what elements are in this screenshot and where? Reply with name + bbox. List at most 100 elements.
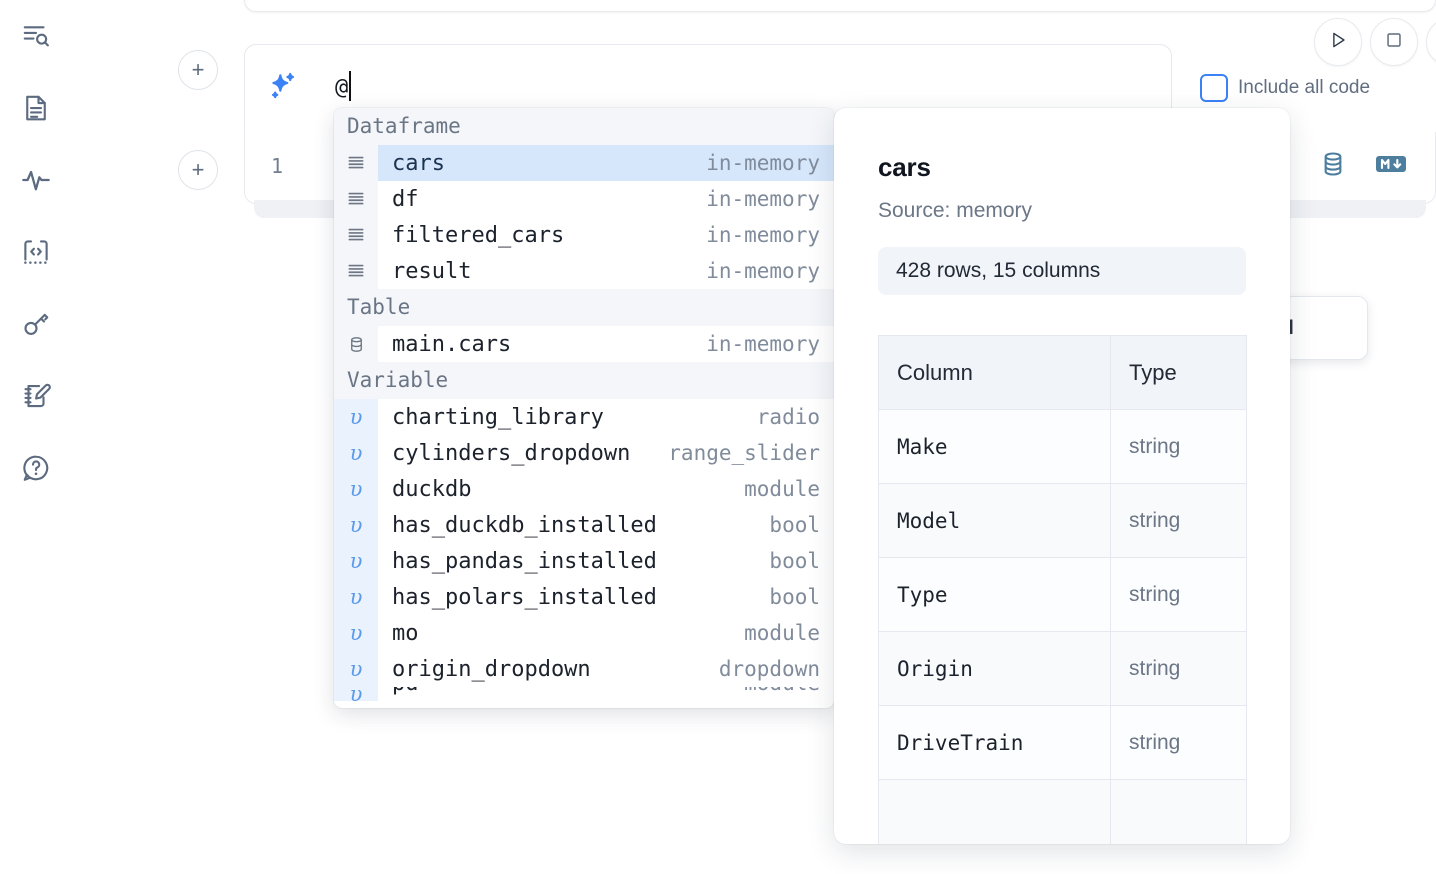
autocomplete-item-name: pd <box>378 687 419 696</box>
cell-toolbar <box>1319 150 1407 178</box>
schema-column-type: string <box>1110 557 1247 632</box>
stop-button[interactable] <box>1370 18 1418 66</box>
dataframe-detail-panel: cars Source: memory 428 rows, 15 columns… <box>834 108 1290 844</box>
schema-column-name <box>878 779 1111 844</box>
autocomplete-item-name: df <box>392 186 419 212</box>
run-button[interactable] <box>1314 18 1362 66</box>
autocomplete-item-type: range_slider <box>668 441 820 465</box>
autocomplete-item-type: module <box>744 687 834 695</box>
autocomplete-item-name: duckdb <box>392 476 472 502</box>
schema-column-type <box>1110 779 1247 844</box>
autocomplete-item-name: mo <box>392 620 419 646</box>
stop-square-icon <box>1383 29 1405 56</box>
autocomplete-group-header: Dataframe <box>334 108 834 145</box>
schema-column-type: string <box>1110 631 1247 706</box>
schema-column-type: string <box>1110 409 1247 484</box>
autocomplete-item-name: has_duckdb_installed <box>392 512 657 538</box>
more-actions-button[interactable] <box>1426 18 1436 66</box>
detail-title: cars <box>878 152 931 182</box>
autocomplete-item-type: module <box>744 621 820 645</box>
document-icon[interactable] <box>14 86 58 130</box>
autocomplete-item[interactable]: υpdmodule <box>334 687 834 701</box>
autocomplete-item-name: has_polars_installed <box>392 584 657 610</box>
add-cell-button-top[interactable]: + <box>178 50 218 90</box>
add-cell-label: + <box>191 157 205 182</box>
notepad-pencil-icon[interactable] <box>14 374 58 418</box>
markdown-down-icon[interactable] <box>1375 152 1407 176</box>
text-caret <box>349 71 351 101</box>
include-all-code-row[interactable]: Include all code <box>1200 74 1370 102</box>
autocomplete-item-type: radio <box>756 405 820 429</box>
autocomplete-item-name: charting_library <box>392 404 604 430</box>
key-icon[interactable] <box>14 302 58 346</box>
schema-column-type: string <box>1110 705 1247 780</box>
line-number: 1 <box>271 154 284 178</box>
ai-prompt-input[interactable]: @ <box>335 75 349 100</box>
explore-search-icon[interactable] <box>14 14 58 58</box>
autocomplete-item-type: in-memory <box>706 187 820 211</box>
variable-upsilon-icon: υ <box>334 615 378 651</box>
ai-sparkle-icon <box>267 71 299 103</box>
cell-above-clipped <box>244 0 1436 12</box>
detail-shape-badge: 428 rows, 15 columns <box>878 247 1246 295</box>
autocomplete-item-type: dropdown <box>718 657 820 681</box>
dataframe-rows-icon <box>334 145 378 181</box>
autocomplete-item-type: bool <box>769 549 820 573</box>
schema-column-name: DriveTrain <box>878 705 1111 780</box>
autocomplete-item[interactable]: cars in-memory <box>334 145 834 181</box>
variable-upsilon-icon: υ <box>334 543 378 579</box>
autocomplete-item-name: main.cars <box>392 331 512 357</box>
variable-upsilon-icon: υ <box>334 651 378 687</box>
dataframe-rows-icon <box>334 217 378 253</box>
autocomplete-item-type: bool <box>769 513 820 537</box>
schema-column-name: Type <box>878 557 1111 632</box>
autocomplete-item-name: filtered_cars <box>392 222 565 248</box>
include-all-code-checkbox[interactable] <box>1200 74 1228 102</box>
variable-upsilon-icon: υ <box>334 399 378 435</box>
dataframe-rows-icon <box>334 253 378 289</box>
autocomplete-item-name: result <box>392 258 472 284</box>
schema-column-name: Make <box>878 409 1111 484</box>
play-triangle-icon <box>1327 29 1349 56</box>
autocomplete-item-name: cylinders_dropdown <box>392 440 631 466</box>
add-cell-button-bottom[interactable]: + <box>178 150 218 190</box>
variable-upsilon-icon: υ <box>334 579 378 615</box>
variable-upsilon-icon: υ <box>334 471 378 507</box>
code-snippet-icon[interactable] <box>14 230 58 274</box>
autocomplete-item[interactable]: υ charting_library radio <box>334 399 834 435</box>
dataframe-rows-icon <box>334 181 378 217</box>
autocomplete-item[interactable]: filtered_cars in-memory <box>334 217 834 253</box>
schema-table-row <box>878 779 1247 844</box>
autocomplete-item[interactable]: υ cylinders_dropdown range_slider <box>334 435 834 471</box>
autocomplete-item[interactable]: main.cars in-memory <box>334 326 834 362</box>
help-chat-icon[interactable] <box>14 446 58 490</box>
autocomplete-item-type: in-memory <box>706 332 820 356</box>
activity-pulse-icon[interactable] <box>14 158 58 202</box>
autocomplete-item-type: module <box>744 477 820 501</box>
autocomplete-item-type: in-memory <box>706 223 820 247</box>
database-icon[interactable] <box>1319 150 1347 178</box>
autocomplete-item[interactable]: df in-memory <box>334 181 834 217</box>
autocomplete-item-type: in-memory <box>706 151 820 175</box>
schema-column-header: Type <box>1110 335 1247 410</box>
autocomplete-group-header: Table <box>334 289 834 326</box>
left-icon-rail <box>0 0 72 874</box>
autocomplete-item-name: cars <box>392 150 445 176</box>
variable-upsilon-icon: υ <box>334 435 378 471</box>
include-all-code-label: Include all code <box>1238 77 1371 98</box>
